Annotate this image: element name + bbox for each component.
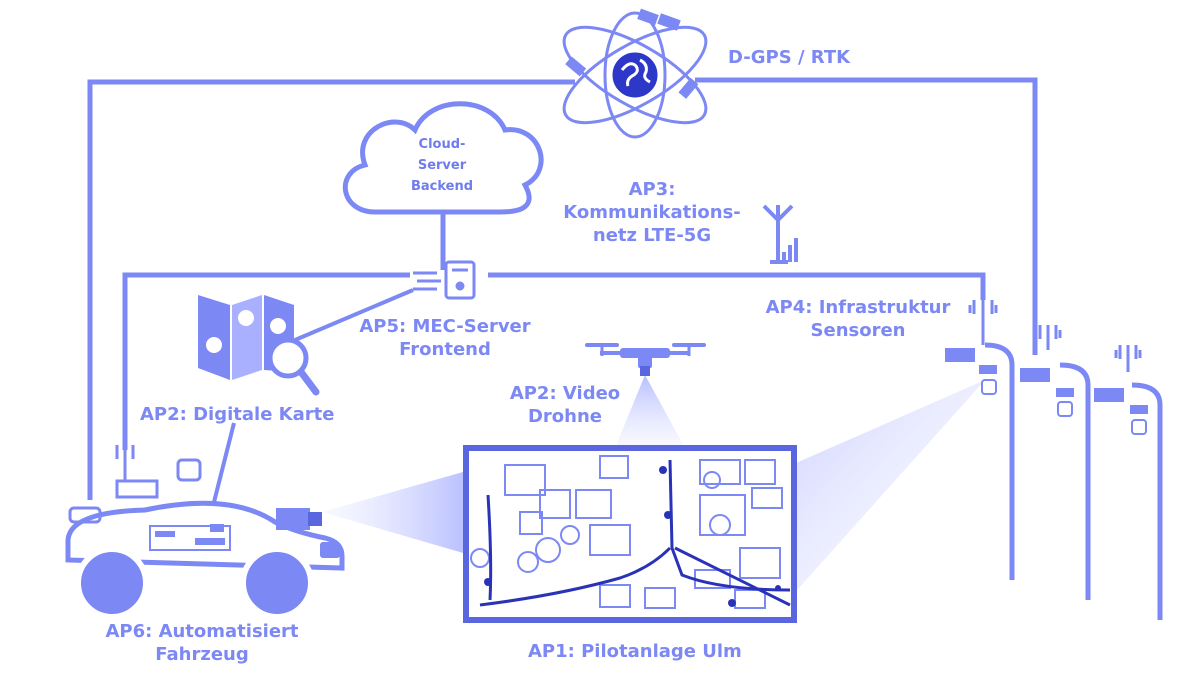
ap2-drone-label-line-2: Drohne: [527, 406, 603, 427]
drone-icon: [585, 343, 706, 448]
ap6-label-line-1: AP6: Automatisiert: [105, 621, 299, 642]
ap1-label: AP1: Pilotanlage Ulm: [528, 641, 742, 662]
ap6-label-line-2: Fahrzeug: [155, 644, 249, 665]
ap2-map-label: AP2: Digitale Karte: [140, 404, 335, 425]
gps-link-right: [695, 77, 1038, 355]
dgps-label: D-GPS / RTK: [728, 47, 851, 68]
ap5-label: AP5: MEC-Server Frontend: [345, 315, 545, 361]
mec-to-map-link: [294, 288, 414, 342]
map-to-vehicle-link: [210, 422, 236, 511]
vehicle-camera-beam: [322, 470, 470, 555]
ap2-drone-label-line-1: AP2: Video: [509, 383, 621, 404]
cloud-label: Cloud- Server Backend: [402, 134, 482, 197]
ap5-label-line-2: Frontend: [399, 339, 491, 360]
camera-icon: [276, 508, 322, 530]
mec-to-infrastructure-link: [488, 272, 986, 300]
pilot-area-map: [463, 445, 797, 623]
infrastructure-sensor-beam: [780, 380, 985, 598]
vehicle-icon: [65, 445, 345, 620]
connection-lines: [87, 77, 1038, 511]
ap3-label-line-2: Kommunikations-: [563, 202, 741, 223]
ap6-label: AP6: Automatisiert Fahrzeug: [92, 620, 312, 666]
mec-to-vehicle-link: [122, 272, 410, 450]
server-icon: [413, 260, 476, 300]
gps-link-left: [87, 79, 575, 500]
cloud-label-line-2: Server: [417, 158, 467, 173]
globe-satellite-icon: [562, 8, 708, 139]
antenna-tower-icon: [762, 204, 798, 264]
ap3-label: AP3: Kommunikations- netz LTE-5G: [553, 178, 751, 247]
ap3-label-line-1: AP3:: [628, 179, 676, 200]
street-lamp-sensor-icon: [945, 300, 1163, 620]
map-search-icon: [198, 295, 320, 396]
ap2-drone-label: AP2: Video Drohne: [495, 382, 635, 428]
cloud-label-line-1: Cloud-: [418, 137, 466, 152]
ap4-label-line-2: Sensoren: [810, 320, 906, 341]
ap3-label-line-3: netz LTE-5G: [592, 225, 712, 246]
ap4-label-line-1: AP4: Infrastruktur: [765, 297, 951, 318]
ap4-label: AP4: Infrastruktur Sensoren: [758, 296, 958, 342]
cloud-label-line-3: Backend: [410, 179, 474, 194]
ap5-label-line-1: AP5: MEC-Server: [359, 316, 531, 337]
cloud-icon: [342, 101, 544, 215]
